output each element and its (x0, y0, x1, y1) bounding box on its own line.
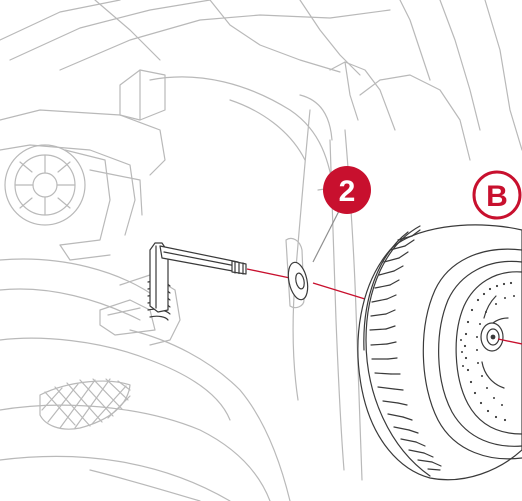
axle-center-line (497, 338, 522, 345)
part-callout: B (472, 170, 522, 220)
axle-bolt (149, 242, 247, 313)
callout-leader (312, 208, 341, 263)
washer (287, 261, 309, 301)
wheel (357, 224, 522, 481)
step-callout: 2 (323, 166, 371, 214)
step-number: 2 (339, 175, 356, 208)
part-letter: B (486, 180, 508, 213)
